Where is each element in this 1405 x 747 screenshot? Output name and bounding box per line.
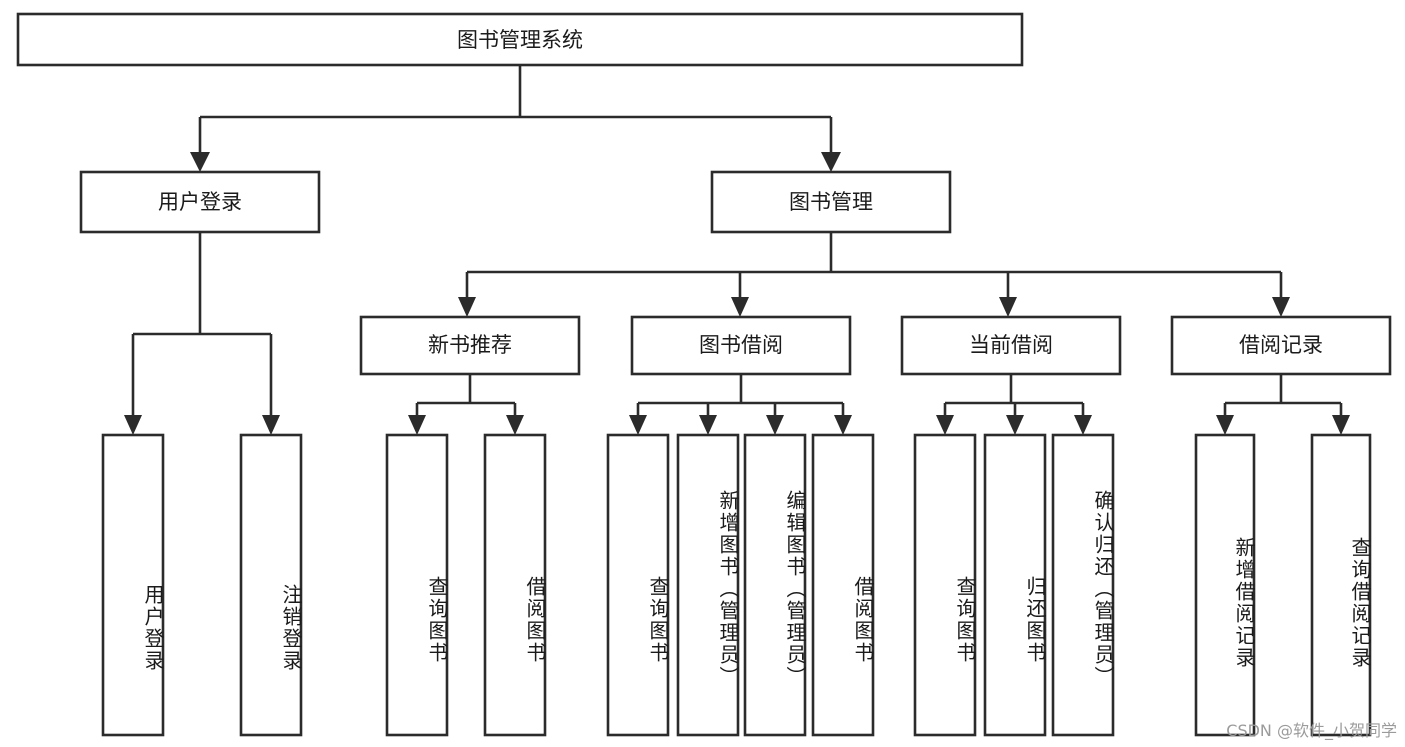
arrowhead-leaf-query-books-new [408, 415, 426, 435]
arrowhead-leaf-borrow-books [834, 415, 852, 435]
node-borrow-record-label: 借阅记录 [1239, 333, 1323, 357]
arrowhead-book-management [821, 152, 841, 172]
arrowhead-user-login [190, 152, 210, 172]
connector-group-book-management [458, 232, 1290, 317]
arrowhead-leaf-query-books-borrow [629, 415, 647, 435]
connector-group-user-login [124, 232, 280, 435]
node-book-borrow[interactable]: 图书借阅 [630, 315, 852, 376]
leaf-query-books-new-box[interactable] [385, 433, 449, 737]
node-new-book-recommend[interactable]: 新书推荐 [359, 315, 581, 376]
arrowhead-book-borrow [731, 297, 749, 317]
node-new-book-recommend-box[interactable] [359, 315, 581, 376]
node-book-borrow-box[interactable] [630, 315, 852, 376]
node-current-borrow-label: 当前借阅 [969, 333, 1053, 357]
node-book-borrow-label: 图书借阅 [699, 333, 783, 357]
node-book-management-box[interactable] [710, 170, 952, 234]
node-root[interactable]: 图书管理系统 [16, 12, 1024, 67]
node-current-borrow[interactable]: 当前借阅 [900, 315, 1122, 376]
leaf-borrow-books-new-box[interactable] [483, 433, 547, 737]
leaf-add-borrow-record-box[interactable] [1194, 433, 1256, 737]
arrowhead-leaf-query-books-current [936, 415, 954, 435]
leaf-query-books-current-box[interactable] [913, 433, 977, 737]
leaf-add-book-admin-box[interactable] [676, 433, 740, 737]
leaf-query-books-borrow-box[interactable] [606, 433, 670, 737]
arrowhead-leaf-logout [262, 415, 280, 435]
leaf-return-books-box[interactable] [983, 433, 1047, 737]
node-root-box[interactable] [16, 12, 1024, 67]
node-book-management[interactable]: 图书管理 [710, 170, 952, 234]
arrowhead-leaf-add-borrow-record [1216, 415, 1234, 435]
arrowhead-leaf-confirm-return-admin [1074, 415, 1092, 435]
connector-group-borrow-record [1216, 374, 1350, 435]
node-user-login-box[interactable] [79, 170, 321, 234]
node-new-book-recommend-label: 新书推荐 [428, 333, 512, 357]
leaf-boxes [101, 433, 1372, 737]
connector-group-current-borrow [936, 374, 1092, 435]
node-user-login[interactable]: 用户登录 [79, 170, 321, 234]
node-borrow-record[interactable]: 借阅记录 [1170, 315, 1392, 376]
arrowhead-leaf-return-books [1006, 415, 1024, 435]
arrowhead-leaf-add-book-admin [699, 415, 717, 435]
leaf-logout-box[interactable] [239, 433, 303, 737]
csdn-watermark: CSDN @软件_小贺同学 [1226, 721, 1397, 740]
arrowhead-leaf-query-borrow-record [1332, 415, 1350, 435]
node-user-login-label: 用户登录 [158, 190, 242, 214]
connector-group-book-borrow [629, 374, 852, 435]
node-root-label: 图书管理系统 [457, 28, 583, 52]
arrowhead-new-book-recommend [458, 297, 476, 317]
leaf-edit-book-admin-box[interactable] [743, 433, 807, 737]
leaf-user-login-box[interactable] [101, 433, 165, 737]
node-borrow-record-box[interactable] [1170, 315, 1392, 376]
leaf-borrow-books-box[interactable] [811, 433, 875, 737]
node-current-borrow-box[interactable] [900, 315, 1122, 376]
leaf-query-borrow-record-box[interactable] [1310, 433, 1372, 737]
arrowhead-leaf-borrow-books-new [506, 415, 524, 435]
node-book-management-label: 图书管理 [789, 190, 873, 214]
connector-group-root [190, 65, 841, 172]
connector-group-new-book-recommend [408, 374, 524, 435]
arrowhead-leaf-edit-book-admin [766, 415, 784, 435]
arrowhead-leaf-user-login [124, 415, 142, 435]
arrowhead-borrow-record [1272, 297, 1290, 317]
arrowhead-current-borrow [999, 297, 1017, 317]
leaf-confirm-return-admin-box[interactable] [1051, 433, 1115, 737]
